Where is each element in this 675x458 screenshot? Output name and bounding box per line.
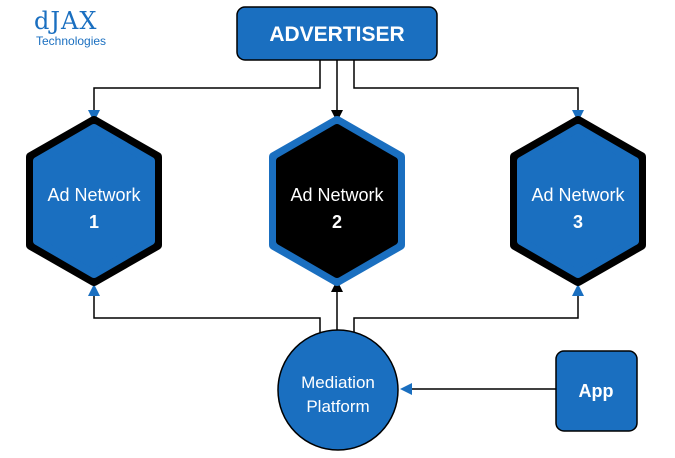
mediation-platform-node: Mediation Platform [277,329,399,451]
ad-network-1-line1: Ad Network [47,185,141,205]
edge-mediation-network-1 [88,284,321,336]
ad-network-1-line2: 1 [89,212,99,232]
edge-advertiser-network-3 [353,60,584,122]
mediation-line2: Platform [306,397,369,416]
advertiser-node: ADVERTISER [236,6,438,61]
ad-network-3-line2: 3 [573,212,583,232]
logo-brand: dJAX [34,7,98,35]
ad-network-2-line1: Ad Network [290,185,384,205]
ad-network-3-node: Ad Network 3 [510,116,646,286]
ad-network-2-node: Ad Network 2 [269,116,405,286]
edge-advertiser-network-1 [88,60,321,122]
edge-mediation-network-3 [353,284,584,336]
company-logo: dJAX Technologies [34,8,106,48]
logo-subtitle: Technologies [36,34,107,48]
ad-network-2-line2: 2 [332,212,342,232]
ad-network-3-line1: Ad Network [531,185,625,205]
app-label: App [579,381,614,401]
mediation-line1: Mediation [301,373,375,392]
app-node: App [555,350,638,432]
ad-network-1-node: Ad Network 1 [26,116,162,286]
advertiser-label: ADVERTISER [269,23,404,46]
